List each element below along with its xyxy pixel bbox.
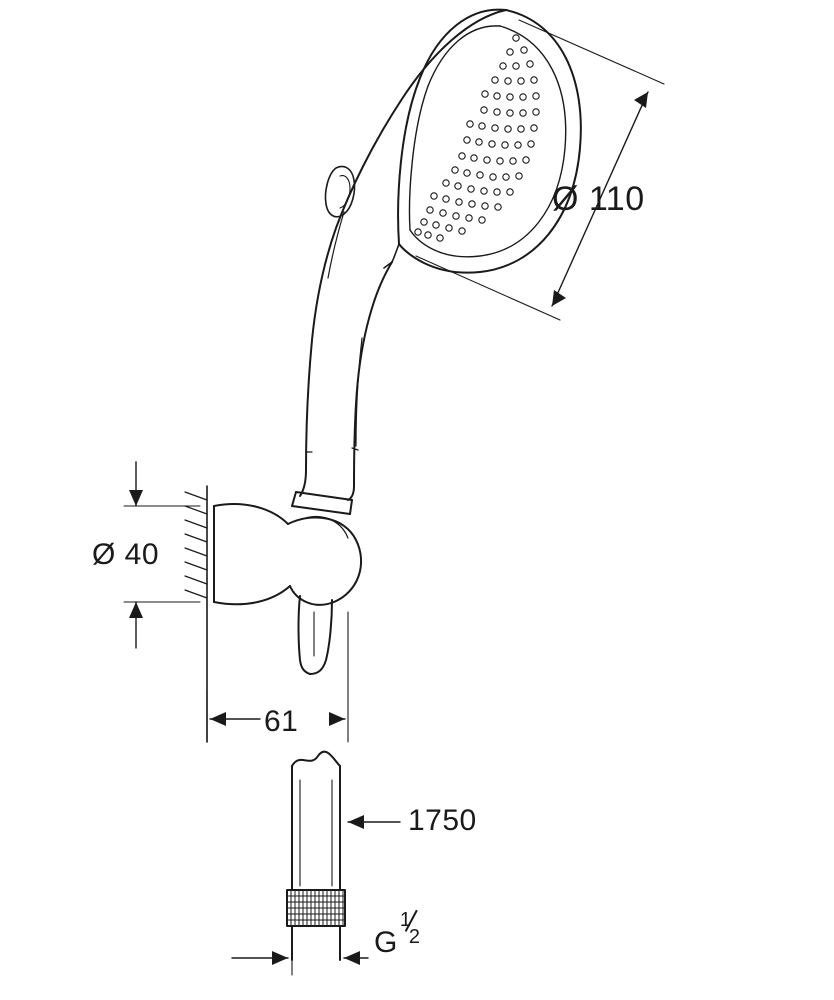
shower-hose — [286, 750, 346, 961]
spray-nozzle-pattern — [414, 34, 540, 242]
wall-hatching — [184, 491, 208, 599]
dimension-label-projection-61: 61 — [264, 705, 299, 738]
dimension-projection-61 — [206, 611, 349, 743]
dimension-label-hose-length: 1750 — [408, 804, 477, 837]
dimension-diameter-40 — [123, 461, 201, 649]
dimension-label-diameter-110: Ø 110 — [552, 180, 645, 218]
fraction-denominator: 2 — [408, 926, 421, 948]
thread-symbol: G — [374, 926, 398, 959]
dimension-thread-g12 — [231, 929, 369, 976]
fraction-numerator: 1 — [399, 909, 412, 931]
shower-head-outline — [383, 8, 582, 274]
wall-holder-outline — [184, 485, 363, 743]
shower-handle-outline — [299, 9, 507, 501]
dimension-label-diameter-40: Ø 40 — [92, 538, 160, 571]
dimension-hose-length-1750 — [347, 815, 401, 829]
knurling-pattern — [286, 889, 346, 927]
dimension-diameter-110 — [415, 19, 665, 321]
handle-coupling-nut — [291, 491, 353, 515]
